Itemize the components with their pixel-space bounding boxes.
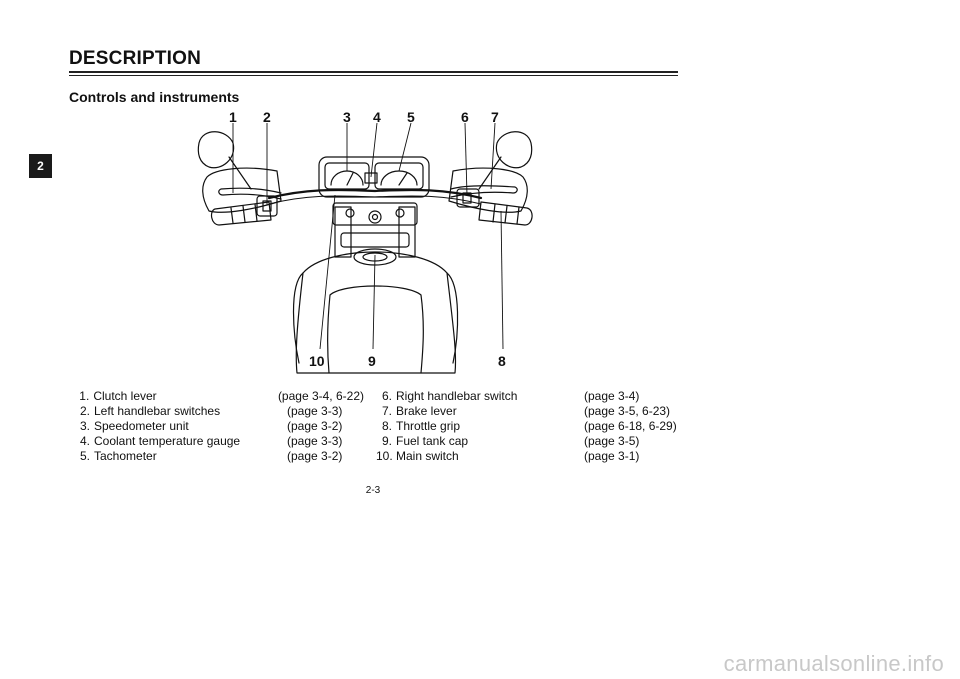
- legend-page-ref: (page 3-4, 6-22): [277, 389, 364, 403]
- handlebar-illustration: 1 2 3 4 5 6 7 10 9 8: [185, 105, 545, 380]
- legend-label: Main switch: [396, 449, 459, 463]
- tachometer: [374, 162, 424, 190]
- legend-item: 2. Left handlebar switches (page 3-3): [74, 404, 364, 419]
- callout-3: 3: [343, 109, 351, 125]
- legend-item: 1. Clutch lever (page 3-4, 6-22): [74, 389, 364, 404]
- right-mirror: [495, 131, 533, 169]
- clutch-lever: [218, 187, 282, 200]
- legend-page-ref: (page 3-4): [584, 389, 640, 403]
- legend-item: 7. Brake lever (page 3-5, 6-23): [376, 404, 696, 419]
- chapter-tab: 2: [29, 154, 52, 178]
- throttle-grip: [478, 201, 533, 226]
- subtitle: Controls and instruments: [69, 89, 240, 105]
- legend-left: 1. Clutch lever (page 3-4, 6-22) 2. Left…: [74, 389, 364, 464]
- legend-label: Clutch lever: [93, 389, 157, 403]
- legend-number: 1.: [79, 389, 90, 403]
- legend-page-ref: (page 3-3): [287, 404, 343, 418]
- right-handlebar-switch: [456, 188, 480, 208]
- callout-7: 7: [491, 109, 499, 125]
- legend-number: 3.: [79, 419, 90, 433]
- callout-6: 6: [461, 109, 469, 125]
- legend-page-ref: (page 3-5, 6-23): [584, 404, 671, 418]
- callout-4: 4: [373, 109, 381, 125]
- callout-10: 10: [309, 353, 325, 369]
- right-hand-guard: [448, 167, 528, 213]
- legend-number: 2.: [79, 404, 90, 418]
- legend-item: 5. Tachometer (page 3-2): [74, 449, 364, 464]
- header-rule-thin: [69, 75, 678, 76]
- legend-item: 8. Throttle grip (page 6-18, 6-29): [376, 419, 696, 434]
- legend-page-ref: (page 3-5): [584, 434, 640, 448]
- brake-lever: [450, 185, 518, 198]
- legend-number: 8.: [381, 419, 392, 433]
- legend-label: Brake lever: [396, 404, 457, 418]
- legend-item: 6. Right handlebar switch (page 3-4): [376, 389, 696, 404]
- legend-label: Right handlebar switch: [396, 389, 518, 403]
- callout-1: 1: [229, 109, 237, 125]
- legend-label: Coolant temperature gauge: [94, 434, 241, 448]
- legend-item: 10. Main switch (page 3-1): [376, 449, 696, 464]
- legend-page-ref: (page 3-3): [287, 434, 343, 448]
- left-mirror: [197, 131, 235, 169]
- section-title: DESCRIPTION: [69, 48, 202, 69]
- handlebar-drawing: 1 2 3 4 5 6 7 10 9 8: [197, 109, 533, 374]
- legend-item: 3. Speedometer unit (page 3-2): [74, 419, 364, 434]
- main-switch: [368, 210, 382, 224]
- legend-number: 4.: [79, 434, 90, 448]
- legend-item: 4. Coolant temperature gauge (page 3-3): [74, 434, 364, 449]
- legend-item: 9. Fuel tank cap (page 3-5): [376, 434, 696, 449]
- legend-label: Fuel tank cap: [396, 434, 469, 448]
- callout-5: 5: [407, 109, 415, 125]
- legend-page-ref: (page 3-2): [287, 419, 343, 433]
- legend-page-ref: (page 3-2): [287, 449, 343, 463]
- legend-label: Throttle grip: [396, 419, 461, 433]
- legend-label: Speedometer unit: [94, 419, 189, 433]
- legend-number: 7.: [381, 404, 392, 418]
- fuel-tank: [295, 251, 457, 374]
- handlebar: [267, 188, 483, 200]
- watermark: carmanualsonline.info: [723, 651, 944, 676]
- left-grip: [210, 201, 272, 226]
- legend-label: Tachometer: [94, 449, 157, 463]
- legend-page-ref: (page 3-1): [584, 449, 640, 463]
- page-number: 2-3: [365, 485, 381, 496]
- callout-9: 9: [368, 353, 376, 369]
- legend-page-ref: (page 6-18, 6-29): [584, 419, 677, 433]
- callout-8: 8: [498, 353, 506, 369]
- legend-number: 10.: [376, 449, 393, 463]
- legend-right: 6. Right handlebar switch (page 3-4) 7. …: [376, 389, 696, 464]
- legend-number: 6.: [381, 389, 392, 403]
- header-rule: [69, 71, 678, 73]
- legend-label: Left handlebar switches: [94, 404, 221, 418]
- callout-2: 2: [263, 109, 271, 125]
- legend-number: 9.: [381, 434, 392, 448]
- legend-number: 5.: [79, 449, 90, 463]
